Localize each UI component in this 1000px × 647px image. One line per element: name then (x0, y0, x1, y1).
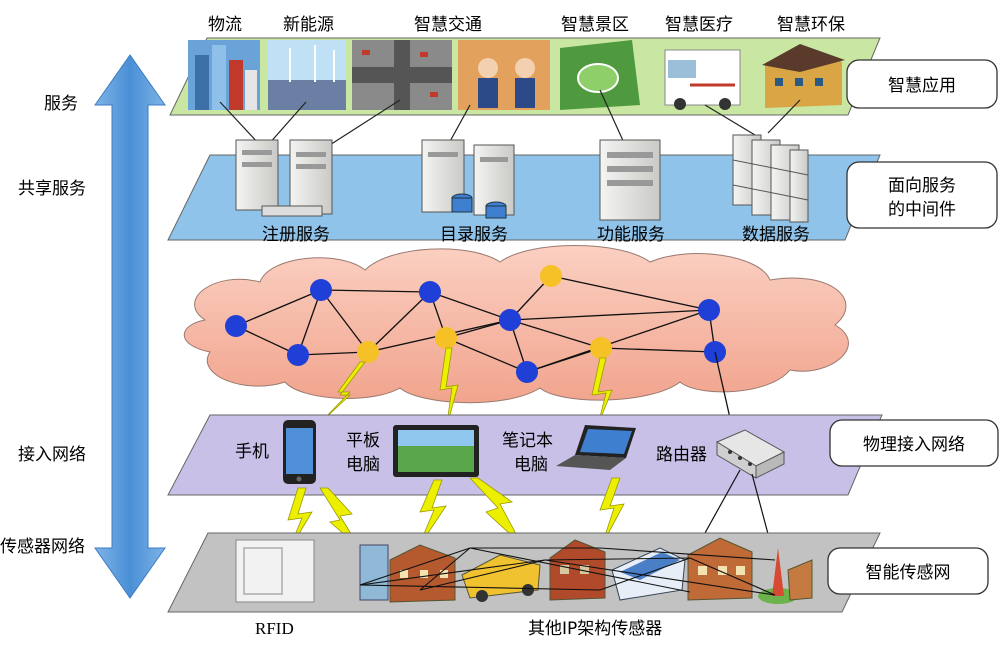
sensor-building-icon (359, 544, 456, 603)
router-icon (715, 429, 786, 479)
application-layer: 物流 新能源 智慧交通 智慧景区 智慧医疗 智慧环保 智慧应用 (169, 15, 998, 116)
app-thumbnail-smart-traffic (352, 40, 452, 110)
smartphone-icon (283, 420, 316, 484)
service-label-registration: 注册服务 (262, 225, 330, 245)
wireless-link-icon (317, 347, 613, 431)
axis-label-shared-service: 共享服务 (18, 179, 86, 199)
access-plane (167, 414, 883, 496)
app-thumbnail-eco-building (762, 44, 845, 108)
device-label-tablet-line-1: 平板 (346, 431, 380, 451)
device-label-tablet-line-2: 电脑 (346, 455, 380, 475)
app-label-logistics: 物流 (208, 15, 242, 35)
device-label-phone: 手机 (235, 442, 269, 462)
app-thumbnail-traffic-police (458, 40, 550, 110)
access-network-tag: 物理接入网络 (863, 435, 965, 455)
access-tag-box (829, 419, 999, 467)
app-label-smart-medical: 智慧医疗 (665, 15, 733, 35)
sensor-layer: 智能传感网 RFID 其他IP架构传感器 (167, 532, 989, 639)
smart-application-tag-box (846, 59, 998, 109)
tablet-icon (393, 425, 479, 477)
sensor-mesh-edges (359, 547, 776, 596)
network-node-icon (225, 265, 726, 383)
app-label-new-energy: 新能源 (283, 15, 334, 35)
left-axis-labels: 服务 共享服务 接入网络 传感器网络 (0, 94, 86, 557)
device-label-router: 路由器 (656, 445, 707, 465)
app-thumbnail-logistics (188, 40, 260, 110)
device-label-laptop-line-2: 电脑 (514, 455, 548, 475)
app-thumbnail-scenic-area (560, 40, 640, 110)
server-icon (235, 139, 333, 217)
network-mesh-edges (235, 275, 716, 373)
access-layer: 手机 平板 电脑 笔记本 电脑 路由器 物理接入网络 (167, 414, 999, 496)
layer-axis-arrow (94, 54, 166, 599)
axis-label-sensor-network: 传感器网络 (0, 537, 85, 557)
smart-application-tag: 智慧应用 (888, 76, 956, 96)
server-icon (421, 139, 515, 219)
app-thumbnail-new-energy (268, 40, 346, 110)
service-label-function: 功能服务 (597, 225, 665, 245)
rfid-label: RFID (255, 619, 294, 638)
axis-label-access-network: 接入网络 (18, 445, 86, 465)
server-icon (599, 139, 661, 221)
middleware-tag-line-2: 的中间件 (888, 200, 956, 220)
sensor-tag-box (827, 547, 989, 595)
service-label-data: 数据服务 (742, 225, 810, 245)
network-cloud (183, 245, 849, 404)
middleware-tag-line-1: 面向服务 (888, 176, 956, 196)
app-middleware-links (219, 89, 801, 151)
app-thumbnail-ambulance (664, 49, 741, 110)
middleware-tag-box (846, 161, 998, 229)
app-label-smart-traffic: 智慧交通 (414, 15, 482, 35)
smart-sensor-network-tag: 智能传感网 (866, 563, 951, 583)
middleware-layer: 注册服务 目录服务 功能服务 数据服务 面向服务 的中间件 (167, 134, 998, 245)
rfid-tag-icon (235, 539, 315, 603)
other-sensors-label: 其他IP架构传感器 (528, 619, 662, 639)
app-label-smart-eco: 智慧环保 (777, 15, 845, 35)
laptop-icon (556, 425, 636, 470)
service-label-catalog: 目录服务 (440, 225, 508, 245)
app-label-smart-scenic: 智慧景区 (561, 15, 629, 35)
device-label-laptop-line-1: 笔记本 (502, 431, 553, 451)
axis-label-service: 服务 (44, 94, 78, 114)
server-icon (732, 134, 809, 223)
